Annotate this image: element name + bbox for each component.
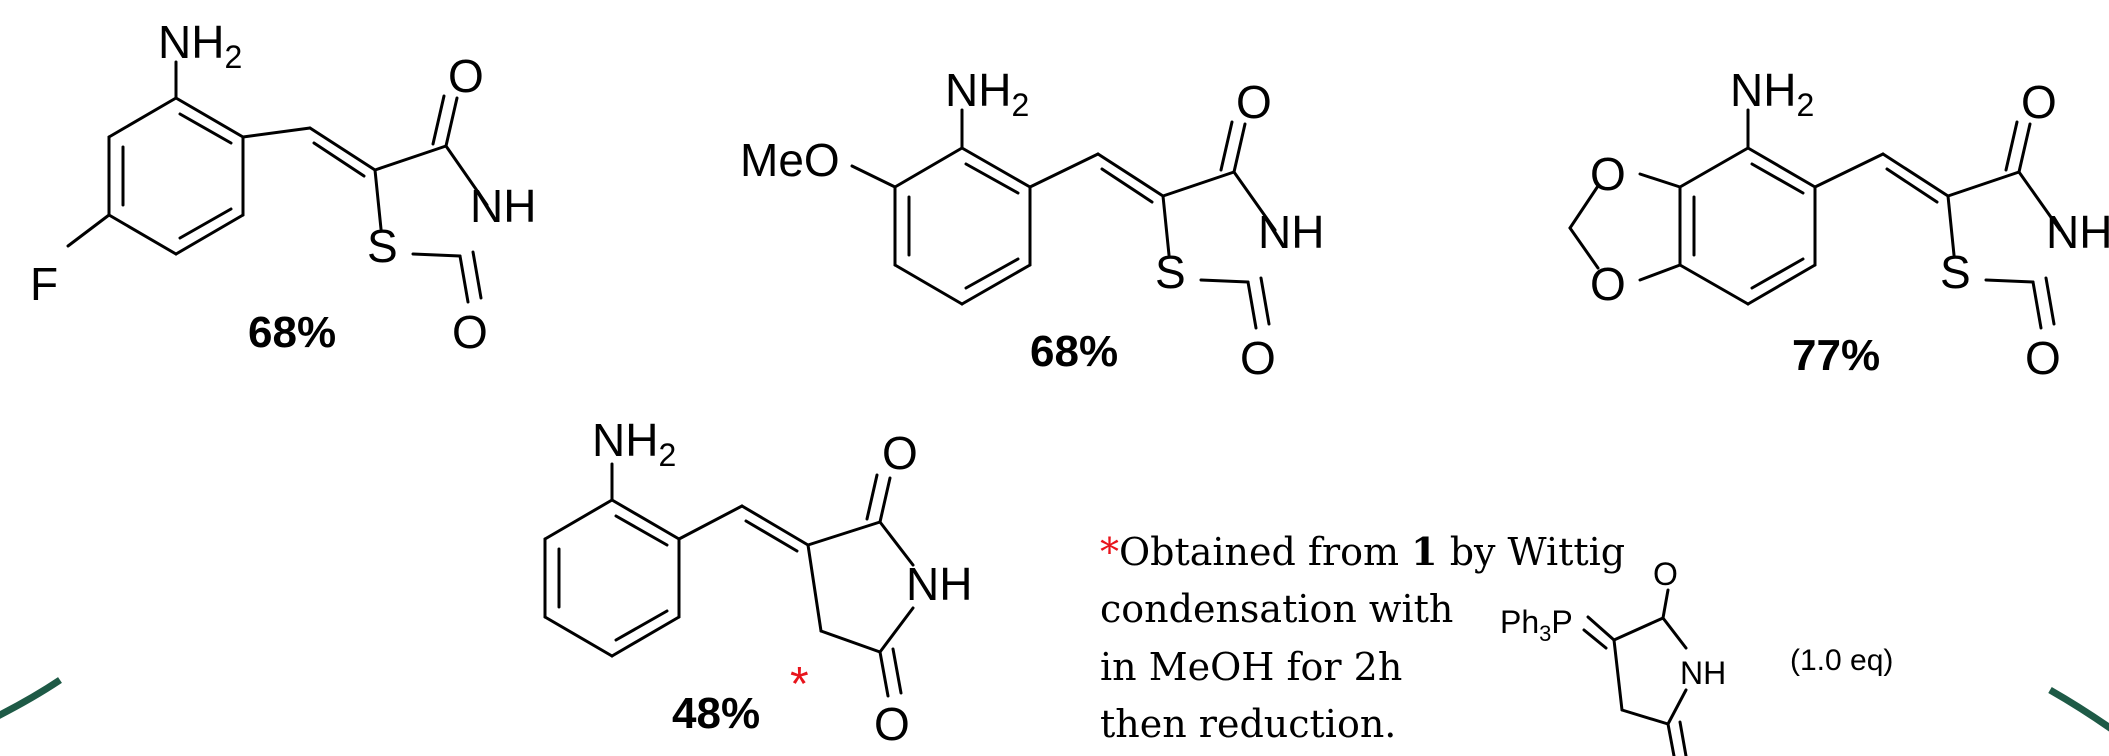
- compound-4-succinimide: NH2 O NH O 48% *: [543, 414, 972, 750]
- footnote-line-3: in MeOH for 2h: [1100, 645, 1402, 689]
- reagent-carbonyl-oxygen: O: [1653, 556, 1678, 592]
- nh-label: NH: [906, 558, 972, 610]
- nh2-label: NH2: [158, 16, 242, 75]
- methoxy-label: MeO: [740, 134, 840, 186]
- nh2-label: NH2: [945, 64, 1029, 123]
- frame-arc-left: [0, 677, 62, 719]
- footnote-line-4: then reduction.: [1100, 702, 1396, 746]
- yield-label: 77%: [1792, 331, 1880, 380]
- nh2-label: NH2: [1730, 64, 1814, 123]
- carbonyl-oxygen-top: O: [1236, 76, 1272, 128]
- dioxole-oxygen-top: O: [1590, 148, 1626, 200]
- compound-3-benzodioxole: NH2 O O O NH S O 77%: [1568, 64, 2109, 384]
- carbonyl-oxygen-bottom: O: [1240, 332, 1276, 384]
- ph3p-label: Ph3P: [1500, 604, 1573, 646]
- yield-label: 68%: [1030, 327, 1118, 376]
- compound-2-methoxy: NH2 MeO O NH S O 68%: [740, 64, 1324, 384]
- carbonyl-oxygen-bottom: O: [874, 698, 910, 750]
- dioxole-oxygen-bottom: O: [1590, 258, 1626, 310]
- carbonyl-oxygen-top: O: [2021, 76, 2057, 128]
- nh2-label: NH2: [592, 414, 676, 473]
- footnote: *Obtained from 1 by Wittig condensation …: [1100, 529, 1893, 756]
- sulfur-label: S: [1155, 246, 1186, 298]
- yield-label: 48%: [672, 689, 760, 738]
- equivalents-label: (1.0 eq): [1790, 644, 1893, 677]
- frame-arc-right: [2048, 686, 2109, 732]
- yield-label: 68%: [248, 308, 336, 357]
- asterisk-marker: *: [790, 658, 809, 711]
- footnote-line-1: *Obtained from 1 by Wittig: [1100, 529, 1625, 574]
- fluorine-label: F: [30, 258, 58, 310]
- nh-label: NH: [2046, 206, 2109, 258]
- carbonyl-oxygen-top: O: [448, 50, 484, 102]
- nh-label: NH: [1258, 206, 1324, 258]
- footnote-line-2: condensation with: [1100, 587, 1453, 631]
- sulfur-label: S: [1940, 246, 1971, 298]
- compound-1-fluoro: NH2 F O NH S O 68%: [30, 16, 536, 358]
- carbonyl-oxygen-bottom: O: [452, 306, 488, 358]
- reagent-nh-label: NH: [1680, 655, 1726, 691]
- carbonyl-oxygen-bottom: O: [2025, 332, 2061, 384]
- nh-label: NH: [470, 180, 536, 232]
- wittig-reagent: Ph3P O NH: [1500, 556, 1726, 756]
- sulfur-label: S: [367, 220, 398, 272]
- carbonyl-oxygen-top: O: [882, 427, 918, 479]
